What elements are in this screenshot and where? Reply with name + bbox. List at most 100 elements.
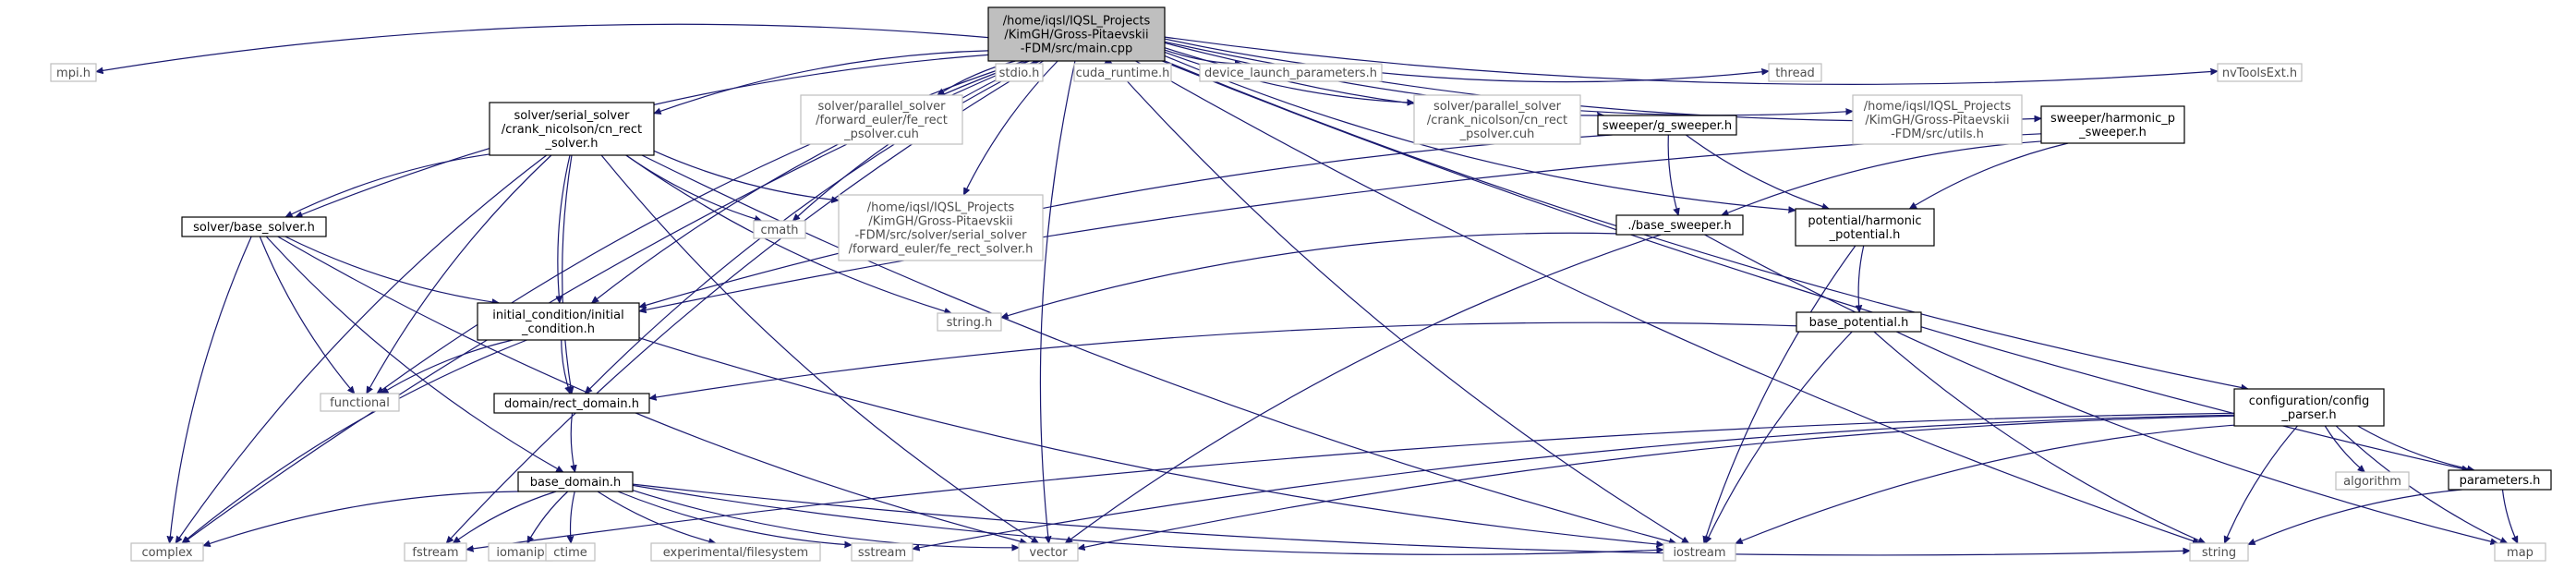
edge-cn_solver-to-string_h xyxy=(625,154,951,313)
node-box xyxy=(489,102,655,156)
node-base-domain[interactable]: base_domain.h xyxy=(517,471,634,492)
edge-config_parser-to-string xyxy=(2224,425,2298,543)
node-label-line: _psolver.cuh xyxy=(1459,127,1535,141)
edge-g_sweeper-to-initial_condition xyxy=(639,134,1613,308)
edge-base_sweeper-to-string_h xyxy=(1001,232,1617,318)
node-label-line: -FDM/src/main.cpp xyxy=(1021,42,1132,56)
node-label-line: _solver.h xyxy=(544,137,598,151)
edge-g_sweeper-to-base_sweeper xyxy=(1667,134,1678,215)
node-main[interactable]: /home/iqsl/IQSL_Projects/KimGH/Gross-Pit… xyxy=(987,6,1166,62)
node-box xyxy=(404,542,467,562)
edge-main-to-cn_psolver xyxy=(1164,51,1414,103)
node-label-line: base_potential.h xyxy=(1809,316,1909,330)
node-box xyxy=(2217,63,2303,82)
edge-harm_sweeper-to-base_sweeper xyxy=(1722,140,2042,215)
node-fstream: fstream xyxy=(404,542,467,562)
edge-base_solver-to-initial_condition xyxy=(284,236,499,303)
node-label-line: cmath xyxy=(760,224,798,237)
node-label-line: map xyxy=(2507,546,2534,560)
node-base-solver[interactable]: solver/base_solver.h xyxy=(181,216,327,237)
node-initial-condition[interactable]: initial_condition/initial_condition.h xyxy=(477,302,640,341)
node-label-line: ctime xyxy=(553,546,587,560)
node-label-line: solver/parallel_solver xyxy=(818,100,947,114)
edge-harm_sweeper-to-initial_condition xyxy=(639,133,2042,311)
edge-base_solver-to-base_domain xyxy=(265,236,563,473)
node-label-line: /KimGH/Gross-Pitaevskii xyxy=(1004,29,1148,42)
node-complex: complex xyxy=(130,542,204,562)
node-box xyxy=(1073,63,1172,82)
edge-main-to-vector xyxy=(1039,60,1076,543)
edge-cn_solver-to-base_solver xyxy=(285,153,490,218)
node-ctime: ctime xyxy=(545,542,596,562)
node-nvtools: nvToolsExt.h xyxy=(2217,63,2303,82)
node-label-line: nvToolsExt.h xyxy=(2222,67,2297,80)
node-label-line: /crank_nicolson/cn_rect xyxy=(1427,114,1567,127)
node-box xyxy=(1663,542,1736,562)
edge-base_potential-to-rect_domain xyxy=(649,321,1797,398)
node-label-line: domain/rect_domain.h xyxy=(504,397,639,411)
edge-base_potential-to-iostream xyxy=(1705,331,1853,543)
node-label-line: device_launch_parameters.h xyxy=(1204,67,1377,80)
edge-cn_solver-to-fe_solver xyxy=(653,150,839,200)
edge-main-to-fe_solver xyxy=(962,60,1058,195)
node-sstream: sstream xyxy=(851,542,913,562)
node-label-line: _psolver.cuh xyxy=(843,127,919,141)
node-label-line: configuration/config xyxy=(2249,394,2369,408)
node-label-line: /crank_nicolson/cn_rect xyxy=(502,123,642,137)
node-label-line: solver/parallel_solver xyxy=(1433,100,1562,114)
node-box xyxy=(493,393,650,414)
edge-base_solver-to-vector xyxy=(277,236,1027,543)
edge-base_solver-to-functional xyxy=(259,236,354,394)
edge-harm_potential-to-iostream xyxy=(1704,245,1856,543)
node-box xyxy=(2494,542,2546,562)
node-box xyxy=(320,393,400,412)
node-vector: vector xyxy=(1018,542,1079,562)
node-base-sweeper[interactable]: ./base_sweeper.h xyxy=(1615,214,1744,236)
node-box xyxy=(1795,208,1935,247)
node-label-line: iostream xyxy=(1673,546,1725,560)
edge-cn_solver-to-cmath xyxy=(625,154,762,221)
edge-main-to-harm_potential xyxy=(1164,55,1796,210)
node-label-line: fstream xyxy=(412,546,458,560)
node-box xyxy=(838,194,1044,261)
node-utils: /home/iqsl/IQSL_Projects/KimGH/Gross-Pit… xyxy=(1852,94,2023,145)
node-label-line: vector xyxy=(1029,546,1068,560)
edge-main-to-mpi xyxy=(96,23,989,71)
node-filesystem: experimental/filesystem xyxy=(650,542,821,562)
edge-base_sweeper-to-vector xyxy=(1065,234,1662,543)
node-rect-domain[interactable]: domain/rect_domain.h xyxy=(493,393,650,414)
node-config-parser[interactable]: configuration/config_parser.h xyxy=(2233,388,2385,427)
edge-base_domain-to-string xyxy=(632,483,2190,556)
edge-config_parser-to-map xyxy=(2335,425,2507,544)
node-label-line: sweeper/harmonic_p xyxy=(2050,112,2175,126)
edge-cn_solver-to-complex xyxy=(175,154,548,543)
edge-initial_condition-to-rect_domain xyxy=(561,339,571,394)
node-box xyxy=(937,312,1002,332)
edge-config_parser-to-fstream xyxy=(466,412,2235,550)
node-box xyxy=(800,94,963,145)
node-iostream: iostream xyxy=(1663,542,1736,562)
edge-initial_condition-to-iostream xyxy=(638,337,1663,545)
node-label-line: /forward_euler/fe_rect_solver.h xyxy=(849,243,1034,257)
node-label-line: _parser.h xyxy=(2280,408,2336,422)
node-box xyxy=(1615,214,1744,236)
node-label-line: string xyxy=(2202,546,2236,560)
edge-base_domain-to-vector xyxy=(632,490,1019,548)
edge-base_domain-to-ctime xyxy=(571,491,575,543)
edge-initial_condition-to-complex xyxy=(182,339,527,543)
edge-main-to-string xyxy=(1135,60,2200,543)
node-parameters[interactable]: parameters.h xyxy=(2448,469,2552,491)
node-label-line: solver/serial_solver xyxy=(514,109,631,123)
node-thread: thread xyxy=(1768,63,1822,82)
node-cn-solver[interactable]: solver/serial_solver/crank_nicolson/cn_r… xyxy=(489,102,655,156)
node-base-potential[interactable]: base_potential.h xyxy=(1796,311,1922,333)
node-g-sweeper[interactable]: sweeper/g_sweeper.h xyxy=(1597,115,1737,136)
node-harm-sweeper[interactable]: sweeper/harmonic_p_sweeper.h xyxy=(2040,105,2185,144)
edge-harm_sweeper-to-harm_potential xyxy=(1909,142,2069,209)
node-harm-potential[interactable]: potential/harmonic_potential.h xyxy=(1795,208,1935,247)
node-box xyxy=(517,471,634,492)
node-box xyxy=(477,302,640,341)
node-label-line: thread xyxy=(1775,67,1815,80)
node-box xyxy=(1018,542,1079,562)
edge-cn_solver-to-vector xyxy=(600,154,1038,543)
